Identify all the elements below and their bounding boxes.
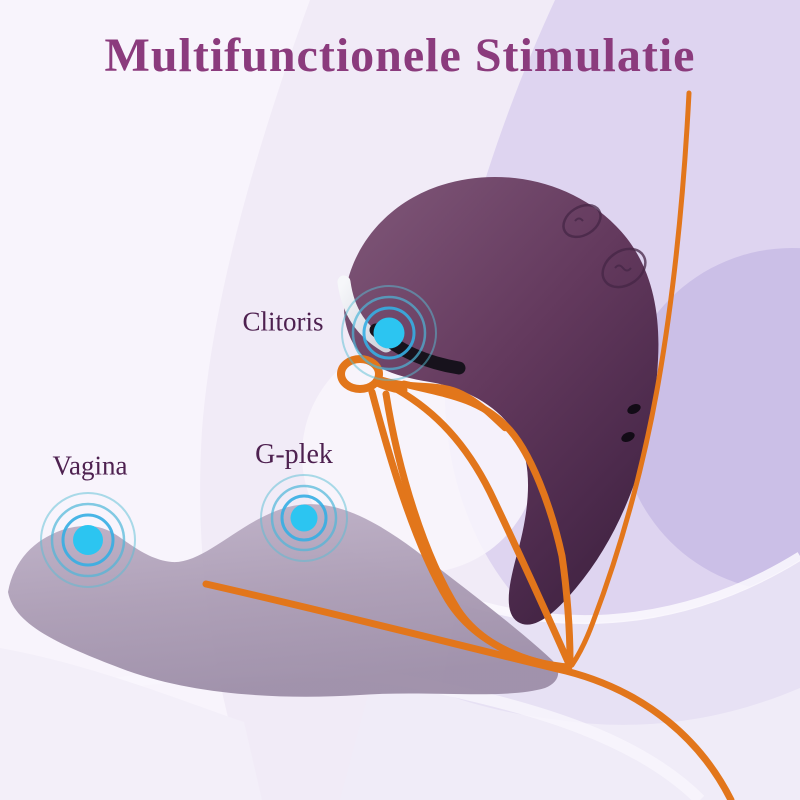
wave-line-crossing bbox=[202, 580, 735, 800]
mode-button bbox=[601, 247, 647, 289]
ripple-ring bbox=[260, 474, 348, 562]
ripple-ring bbox=[40, 492, 136, 588]
target-marker-clitoris bbox=[341, 285, 437, 381]
charging-contact-dot bbox=[621, 431, 635, 443]
wave-line-long bbox=[569, 90, 692, 668]
annotation-clitoris: Clitoris bbox=[242, 306, 324, 337]
device-head-body bbox=[344, 176, 659, 625]
target-dot bbox=[290, 504, 318, 532]
ripple-ring bbox=[61, 513, 115, 567]
ripple-ring bbox=[280, 494, 328, 542]
power-button bbox=[562, 203, 602, 239]
ripple-ring bbox=[362, 306, 416, 360]
target-dot bbox=[73, 525, 103, 555]
page-title: Multifunctionele Stimulatie bbox=[104, 29, 696, 82]
annotation-vagina: Vagina bbox=[52, 450, 128, 481]
stimulation-wave-lines bbox=[202, 90, 735, 800]
ripple-ring bbox=[270, 484, 338, 552]
annotation-g-spot: G-plek bbox=[255, 439, 333, 470]
background-light-bottom-left bbox=[0, 648, 262, 800]
charging-contact-dot bbox=[627, 403, 641, 415]
charging-contacts bbox=[621, 403, 641, 443]
wave-button-icon bbox=[614, 264, 632, 272]
target-dot bbox=[373, 317, 405, 349]
wave-line bbox=[400, 380, 574, 664]
wave-loop bbox=[337, 355, 383, 393]
ripple-ring bbox=[351, 295, 427, 371]
target-marker-vagina bbox=[40, 492, 136, 588]
ripple-ring bbox=[50, 502, 126, 578]
power-button-icon bbox=[574, 217, 584, 222]
target-marker-g-spot bbox=[260, 474, 348, 562]
background-highlight-curve-1 bbox=[454, 552, 800, 625]
wave-line bbox=[378, 376, 509, 432]
wave-line bbox=[394, 386, 573, 668]
control-buttons bbox=[562, 203, 647, 289]
ripple-ring bbox=[341, 285, 437, 381]
